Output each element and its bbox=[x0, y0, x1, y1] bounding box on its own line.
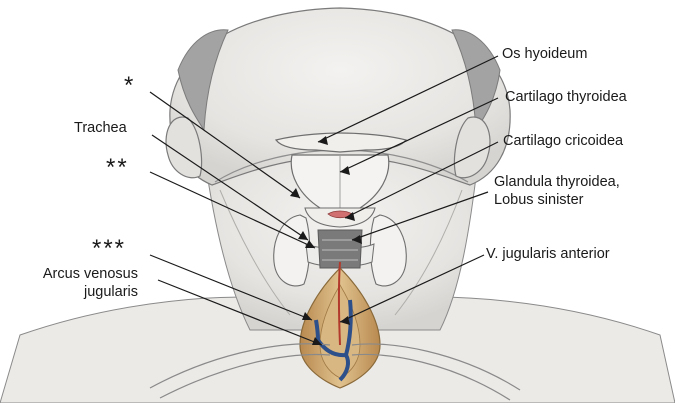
hyoid-bone bbox=[276, 133, 406, 152]
midline-vessel bbox=[339, 262, 340, 345]
label-star-3: *** bbox=[92, 237, 126, 261]
label-glandula-line2: Lobus sinister bbox=[494, 192, 583, 209]
label-v-jugularis-anterior: V. jugularis anterior bbox=[486, 246, 610, 263]
label-arcus-line2: jugularis bbox=[12, 284, 138, 301]
label-cartilago-thyroidea: Cartilago thyroidea bbox=[505, 89, 627, 106]
label-star-1: * bbox=[124, 74, 135, 98]
label-trachea: Trachea bbox=[74, 120, 127, 137]
label-arcus-line1: Arcus venosus bbox=[12, 266, 138, 283]
label-os-hyoideum: Os hyoideum bbox=[502, 46, 587, 63]
label-cartilago-cricoidea: Cartilago cricoidea bbox=[503, 133, 623, 150]
label-glandula-line1: Glandula thyroidea, bbox=[494, 174, 620, 191]
label-star-2: ** bbox=[106, 156, 129, 180]
